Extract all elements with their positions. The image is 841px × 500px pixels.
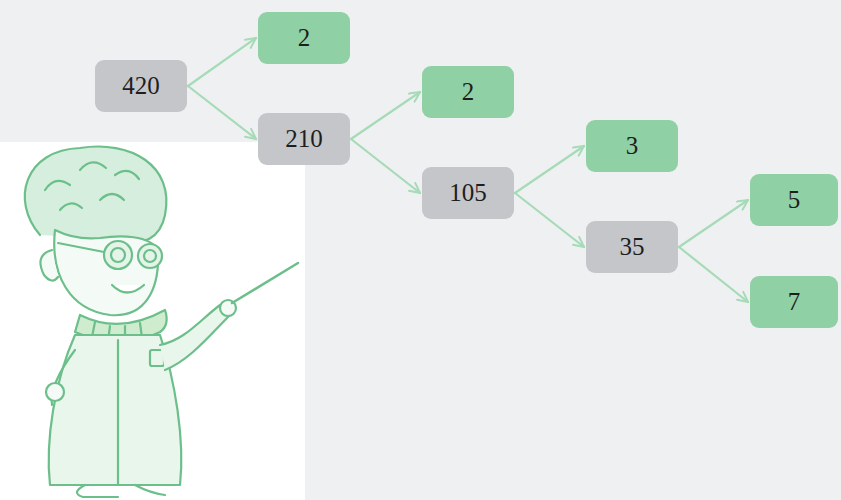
- factor-arrow: [679, 200, 748, 247]
- composite-number-box: 35: [586, 221, 678, 273]
- number-text: 5: [788, 186, 801, 214]
- prime-factor-box: 3: [586, 120, 678, 172]
- composite-number-box: 420: [95, 60, 187, 112]
- number-text: 35: [620, 233, 645, 261]
- factor-arrow: [188, 86, 256, 139]
- factor-arrow: [351, 92, 420, 139]
- prime-factor-box: 2: [422, 66, 514, 118]
- factor-arrow: [351, 139, 420, 193]
- composite-number-box: 105: [422, 167, 514, 219]
- prime-factor-box: 7: [750, 276, 838, 328]
- number-text: 2: [298, 24, 311, 52]
- scientist-figure: [25, 147, 236, 497]
- factor-arrow: [515, 146, 584, 193]
- prime-factor-box: 5: [750, 174, 838, 226]
- number-text: 210: [285, 125, 323, 153]
- number-text: 7: [788, 288, 801, 316]
- factor-arrow: [515, 193, 584, 247]
- factor-arrow: [188, 38, 256, 86]
- factor-arrow: [679, 247, 748, 302]
- number-text: 2: [462, 78, 475, 106]
- illustration-panel: [0, 142, 305, 500]
- number-text: 3: [626, 132, 639, 160]
- pointer-stick: [232, 263, 298, 303]
- number-text: 105: [449, 179, 487, 207]
- composite-number-box: 210: [258, 113, 350, 165]
- number-text: 420: [122, 72, 160, 100]
- prime-factor-box: 2: [258, 12, 350, 64]
